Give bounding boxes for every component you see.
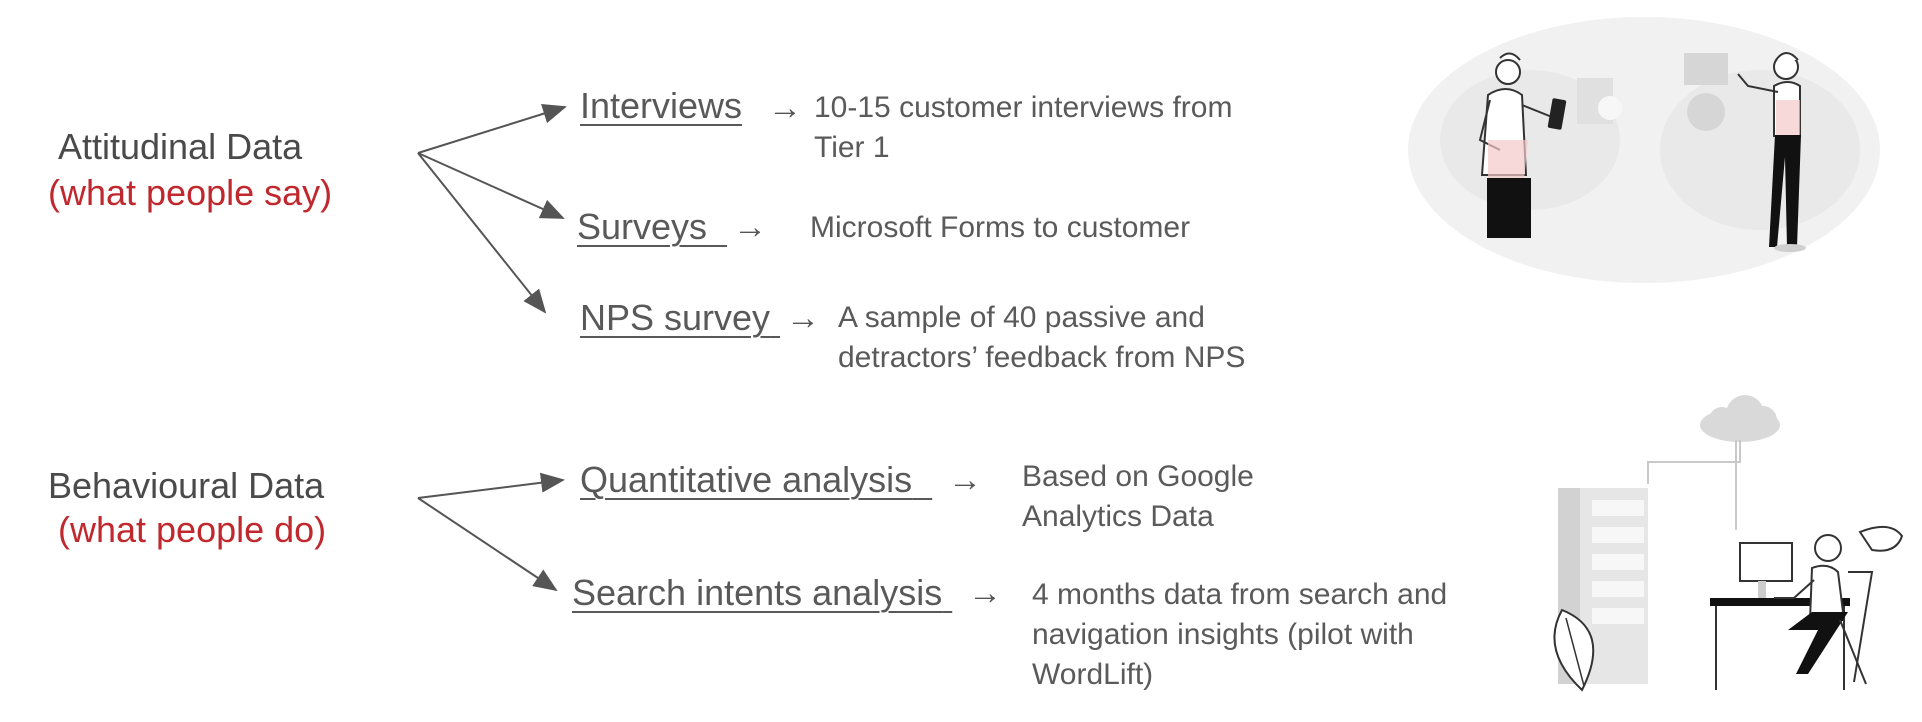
attitudinal-subtitle: (what people say) bbox=[48, 172, 333, 213]
attitudinal-branches bbox=[417, 104, 567, 314]
arrow-to-search-intents bbox=[417, 497, 558, 592]
arrow-to-interviews bbox=[417, 104, 567, 154]
desc-quantitative-line1: Based on Google bbox=[1022, 460, 1254, 493]
behavioural-subtitle: (what people do) bbox=[58, 509, 327, 550]
arrow-right-icon: → bbox=[948, 461, 982, 499]
arrow-to-nps bbox=[417, 152, 547, 314]
method-search-intents-label: Search intents analysis bbox=[572, 572, 943, 613]
arrow-to-quantitative bbox=[417, 472, 565, 499]
arrow-right-icon: → bbox=[768, 89, 802, 127]
method-surveys: Surveys bbox=[577, 205, 727, 249]
desc-interviews-line2: Tier 1 bbox=[814, 131, 890, 164]
method-nps-survey: NPS survey bbox=[580, 296, 780, 340]
method-surveys-label: Surveys bbox=[577, 206, 708, 247]
desc-nps-line1: A sample of 40 passive and bbox=[838, 301, 1205, 334]
desc-search-intents-line1: 4 months data from search and bbox=[1032, 578, 1448, 611]
arrow-right-icon: → bbox=[968, 574, 1002, 612]
arrow-right-icon: → bbox=[786, 299, 820, 337]
arrow-to-surveys bbox=[417, 152, 565, 219]
behavioural-title: Behavioural Data bbox=[48, 465, 325, 506]
desc-nps-line2: detractors’ feedback from NPS bbox=[838, 341, 1246, 374]
method-nps-label: NPS survey bbox=[580, 297, 771, 338]
desc-quantitative-line2: Analytics Data bbox=[1022, 500, 1214, 533]
attitudinal-title: Attitudinal Data bbox=[58, 126, 303, 167]
desc-interviews-line1: 10-15 customer interviews from bbox=[814, 91, 1233, 124]
method-interviews: Interviews bbox=[580, 85, 743, 126]
desc-search-intents-line2: navigation insights (pilot with bbox=[1032, 618, 1414, 651]
method-quantitative-label: Quantitative analysis bbox=[580, 459, 913, 500]
method-quantitative-analysis: Quantitative analysis bbox=[580, 458, 932, 502]
desc-surveys: Microsoft Forms to customer bbox=[810, 211, 1191, 244]
arrow-right-icon: → bbox=[733, 208, 767, 246]
behavioural-branches bbox=[417, 472, 565, 592]
desc-search-intents-line3: WordLift) bbox=[1032, 658, 1154, 691]
method-search-intents-analysis: Search intents analysis bbox=[572, 571, 952, 615]
